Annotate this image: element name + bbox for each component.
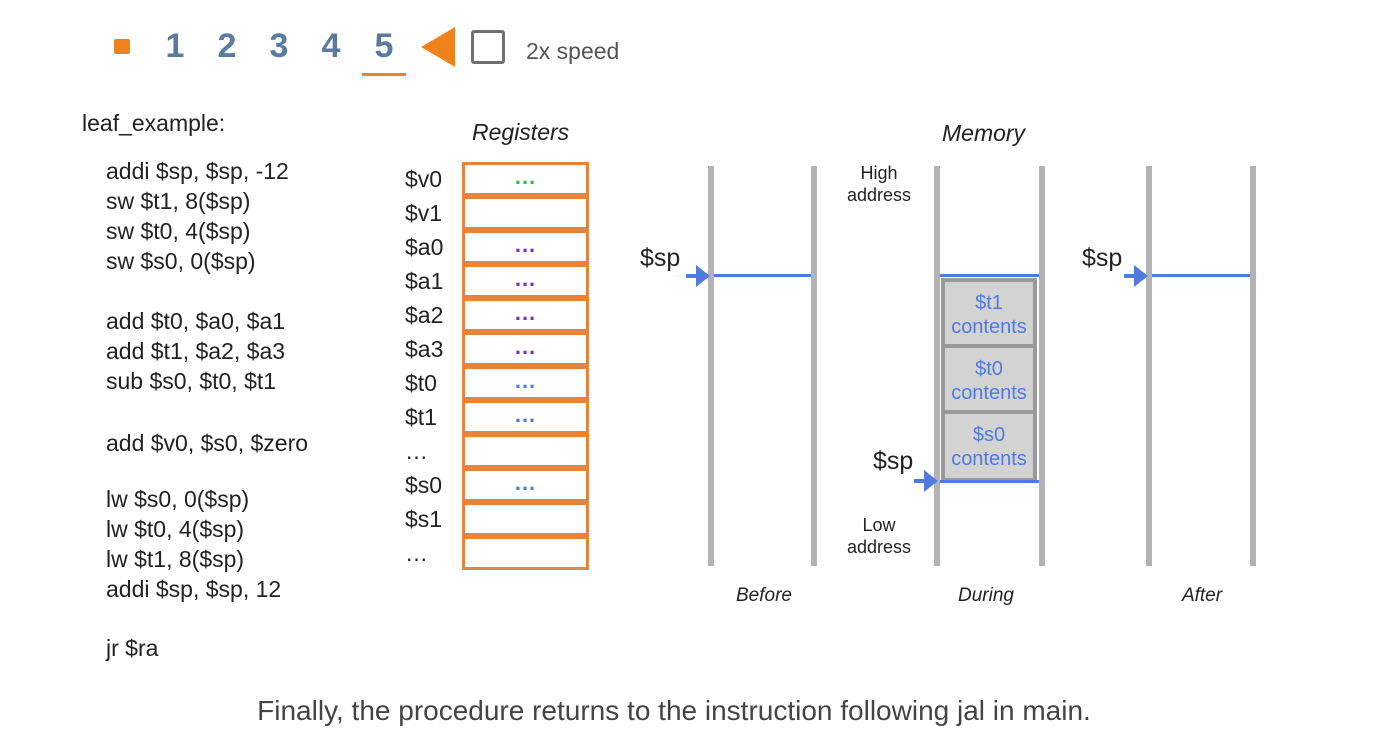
- code-line: addi $sp, $sp, -12: [106, 158, 289, 184]
- sp-label: $sp: [640, 244, 681, 272]
- register-value: ...: [514, 266, 537, 291]
- memory-rail: [1146, 166, 1152, 566]
- memory-rail: [811, 166, 817, 566]
- column-caption-after: After: [1181, 585, 1223, 606]
- code-line: add $t0, $a0, $a1: [106, 308, 286, 334]
- sp-label: $sp: [1082, 244, 1123, 272]
- code-line: jr $ra: [106, 635, 159, 661]
- memory-rail: [708, 166, 714, 566]
- register-value: ...: [514, 300, 537, 325]
- speed-checkbox[interactable]: [471, 30, 505, 64]
- register-cell: [462, 434, 589, 468]
- code-line: sub $s0, $t0, $t1: [106, 368, 277, 394]
- register-cell: [462, 400, 589, 434]
- step-4-button[interactable]: 4: [321, 27, 341, 65]
- stack-top-line: [940, 274, 1039, 277]
- register-cell: [462, 196, 589, 230]
- step-3-button[interactable]: 3: [269, 27, 289, 65]
- speed-label: 2x speed: [526, 38, 620, 64]
- register-name: $s0: [405, 472, 443, 498]
- step-1-button[interactable]: 1: [165, 27, 185, 65]
- code-line: sw $t1, 8($sp): [106, 188, 251, 214]
- registers-title: Registers: [472, 119, 570, 145]
- column-caption-during: During: [958, 585, 1014, 606]
- register-cell: [462, 230, 589, 264]
- stack-pointer-line: [714, 274, 811, 277]
- register-name: $t1: [405, 404, 437, 430]
- code-line: lw $s0, 0($sp): [106, 486, 250, 512]
- sp-label: $sp: [873, 447, 914, 475]
- code-line: addi $sp, $sp, 12: [106, 576, 282, 602]
- stack-pointer-line: [940, 480, 1039, 483]
- step-caption: Finally, the procedure returns to the in…: [257, 695, 1091, 726]
- memory-cell-s0: $s0 contents: [941, 410, 1037, 482]
- step-2-button[interactable]: 2: [217, 27, 237, 65]
- register-name: $s1: [405, 506, 443, 532]
- register-name: $a2: [405, 302, 444, 328]
- register-value: ...: [514, 402, 537, 427]
- memory-rail: [1039, 166, 1045, 566]
- step-5-button[interactable]: 5: [374, 27, 394, 65]
- play-back-icon[interactable]: [421, 27, 455, 67]
- register-name: $v1: [405, 200, 443, 226]
- register-value: ...: [514, 470, 537, 495]
- register-name: $v0: [405, 166, 443, 192]
- register-value: ...: [514, 164, 537, 189]
- code-line: lw $t0, 4($sp): [106, 516, 245, 542]
- low-address-label: Low address: [846, 515, 912, 557]
- memory-cell-t1: $t1 contents: [941, 278, 1037, 348]
- current-step-indicator: [362, 73, 406, 76]
- stack-pointer-line: [1152, 274, 1250, 277]
- register-name: $t0: [405, 370, 437, 396]
- register-name: $a1: [405, 268, 444, 294]
- register-cell: [462, 366, 589, 400]
- register-cell: [462, 298, 589, 332]
- memory-rail: [1250, 166, 1256, 566]
- register-cell: [462, 264, 589, 298]
- stop-icon[interactable]: [114, 39, 130, 54]
- code-label: leaf_example:: [82, 110, 226, 136]
- code-line: sw $t0, 4($sp): [106, 218, 251, 244]
- register-name: …: [405, 540, 428, 566]
- arrow-right-icon: [686, 265, 710, 287]
- memory-title: Memory: [942, 120, 1026, 146]
- register-value: ...: [514, 232, 537, 257]
- register-value: ...: [514, 368, 537, 393]
- register-name: …: [405, 438, 428, 464]
- register-cell: [462, 468, 589, 502]
- register-cell: [462, 332, 589, 366]
- column-caption-before: Before: [736, 585, 792, 606]
- register-value: ...: [514, 334, 537, 359]
- high-address-label: High address: [846, 163, 912, 205]
- code-line: add $v0, $s0, $zero: [106, 430, 309, 456]
- register-cell: [462, 162, 589, 196]
- register-cell: [462, 502, 589, 536]
- arrow-right-icon: [914, 470, 938, 492]
- code-line: lw $t1, 8($sp): [106, 546, 245, 572]
- code-line: add $t1, $a2, $a3: [106, 338, 286, 364]
- code-line: sw $s0, 0($sp): [106, 248, 256, 274]
- register-name: $a0: [405, 234, 444, 260]
- memory-rail: [934, 166, 940, 566]
- register-cell: [462, 536, 589, 570]
- arrow-right-icon: [1124, 265, 1148, 287]
- register-name: $a3: [405, 336, 444, 362]
- memory-cell-t0: $t0 contents: [941, 344, 1037, 414]
